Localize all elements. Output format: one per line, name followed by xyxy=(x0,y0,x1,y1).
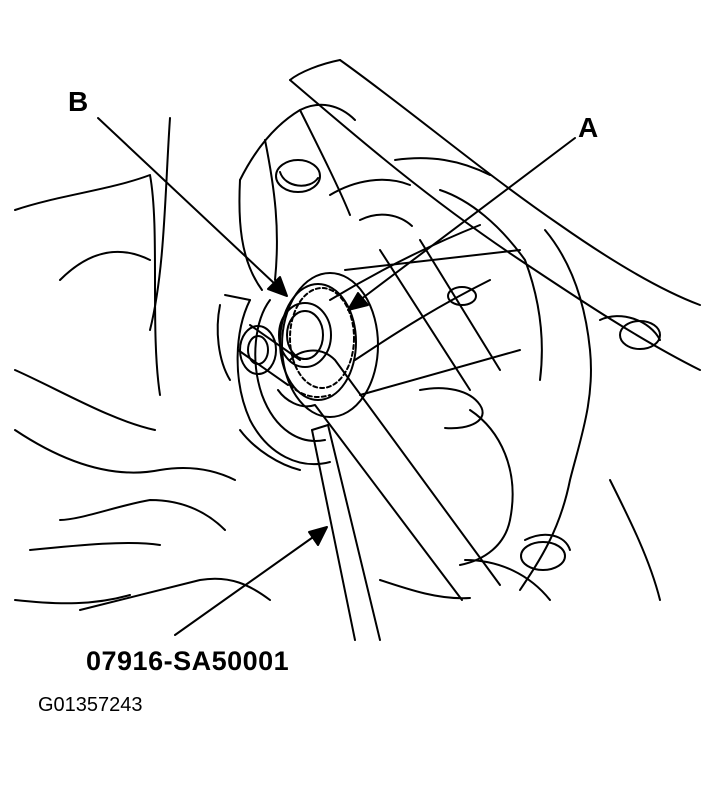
leader-line-tool xyxy=(175,527,327,635)
upper-arm xyxy=(239,105,490,290)
part-a-ring xyxy=(290,288,354,388)
callout-label-b: B xyxy=(68,86,89,117)
callout-label-a: A xyxy=(578,112,599,143)
knuckle-body xyxy=(15,118,270,610)
leader-line-a xyxy=(348,138,575,310)
hub-seal-assembly xyxy=(218,273,378,470)
stub-bolt xyxy=(238,325,300,385)
figure-code: G01357243 xyxy=(38,694,143,716)
special-tool xyxy=(278,351,500,640)
brake-hose xyxy=(290,60,700,370)
tool-number-label: 07916-SA50001 xyxy=(86,646,290,676)
right-housing xyxy=(380,190,660,600)
leader-line-b xyxy=(98,118,287,296)
